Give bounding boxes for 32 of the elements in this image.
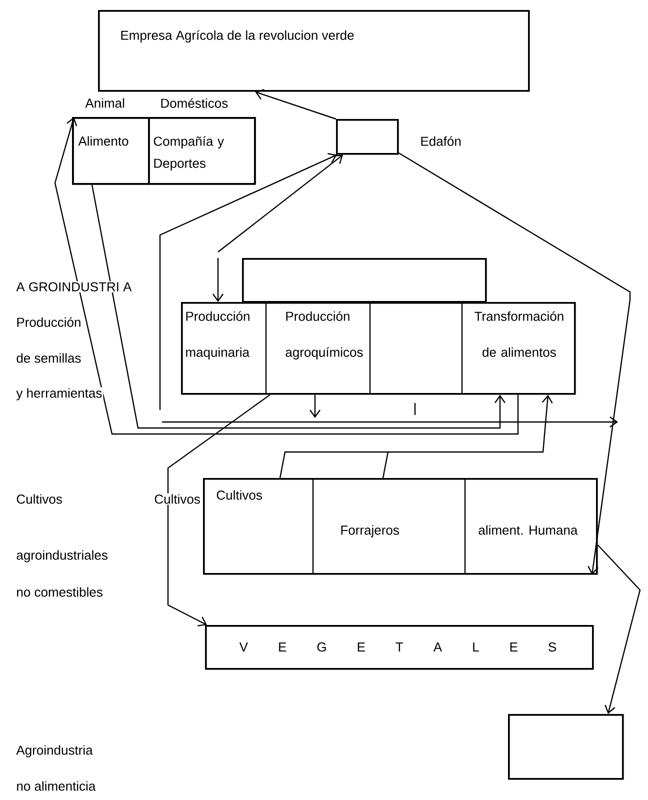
table-cell: Alimento (72, 117, 150, 185)
arrow (398, 152, 631, 575)
box-label: Edafón (421, 136, 461, 146)
arrow (54, 117, 519, 435)
side-label: Agroindustria (15, 744, 94, 758)
arrow (255, 89, 336, 120)
arrow (310, 394, 320, 418)
node-label: Domésticos (161, 98, 228, 108)
arrow (279, 394, 553, 479)
table-box: Cultivos Forrajeros aliment. Humana (203, 478, 598, 575)
side-label: no comestibles (15, 586, 104, 598)
title-box: Empresa Agrícola de la revolucion verde (98, 10, 530, 92)
arrow (597, 544, 641, 714)
side-label: no alimenticia (15, 780, 97, 792)
side-label: Producción (15, 316, 82, 328)
side-label: y herramientas (15, 387, 104, 402)
side-label: agroindustriales (15, 549, 109, 564)
table-cell: Compañía y Deportes (148, 117, 256, 185)
arrow (159, 152, 337, 410)
table-box: Producción maquinaria Producción agroquímicos Transformación de alimentos (181, 302, 576, 395)
side-label: Cultivos (153, 493, 202, 505)
side-label: A GROINDUSTRI A (15, 281, 133, 292)
arrow (167, 394, 270, 626)
arrow (212, 258, 224, 302)
empty-box (242, 258, 487, 303)
arrow (218, 154, 343, 252)
process-box: V E G E T A L E S (205, 625, 594, 670)
side-label: Cultivos (15, 493, 64, 505)
arrow (91, 184, 506, 429)
node-label: Animal (85, 98, 124, 108)
side-label: de semillas (15, 352, 82, 364)
empty-box (508, 714, 624, 780)
